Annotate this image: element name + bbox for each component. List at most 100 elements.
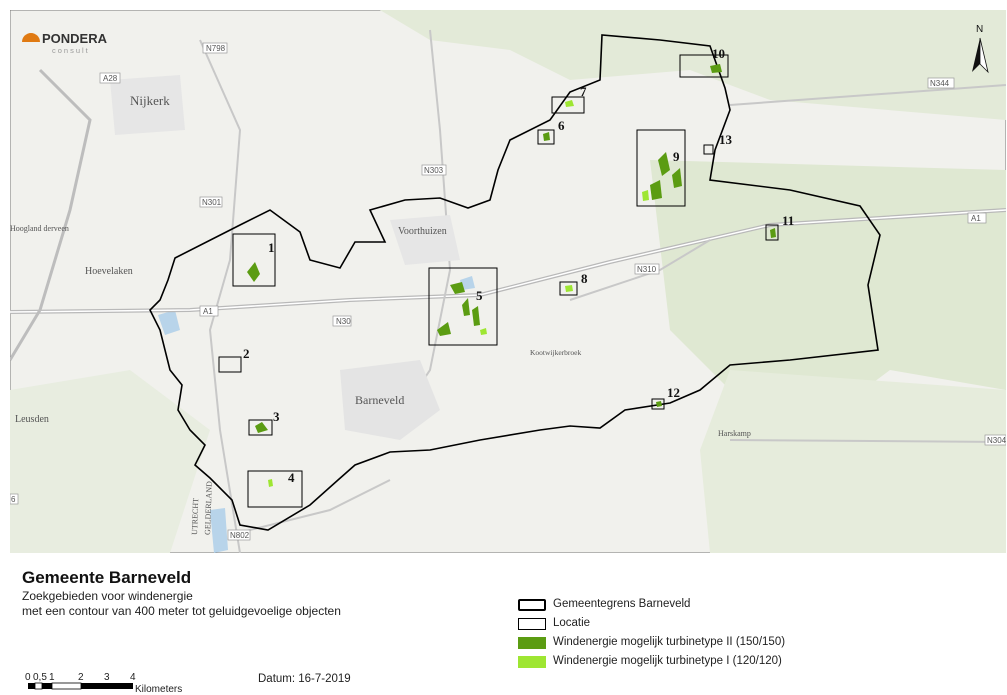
road-shield: A1 [199,305,219,317]
wind-area-type-ii [462,298,470,316]
svg-text:A28: A28 [103,74,118,83]
wind-area-type-i [642,190,649,201]
scale-tick-label: 0,5 [33,672,47,683]
location-number: 8 [581,271,588,286]
location-number: 1 [268,240,275,255]
place-label: Leusden [15,414,49,425]
svg-text:N30: N30 [336,317,351,326]
scale-segment [34,682,43,690]
road-shield: A28 [99,72,121,84]
svg-text:N798: N798 [206,44,226,53]
region-label: GELDERLAND [203,481,214,535]
road-n310 [569,239,711,301]
town-nijkerk [110,75,185,135]
water-area [158,310,180,335]
road-shield: N802 [227,529,251,541]
legend-label: Windenergie mogelijk turbinetype I (120/… [553,655,782,667]
location-box [537,129,555,145]
forest-area [10,370,210,553]
svg-text:A1: A1 [203,307,213,316]
location-box [232,233,276,287]
road-shield: N798 [202,42,228,54]
road-n344 [729,84,1006,106]
place-label: Harskamp [718,429,751,438]
location-box [428,267,498,346]
location-number: 5 [476,288,483,303]
location-box [559,281,578,296]
svg-text:N304: N304 [987,436,1006,445]
legend-swatch-type-ii [518,637,546,649]
location-box [703,144,714,155]
road-a28 [10,68,92,361]
svg-text:N344: N344 [930,79,950,88]
scale-segment [107,683,133,689]
location-box [247,470,303,508]
scale-bar: 0 0,5 1 2 3 4 Kilometers [25,672,182,695]
wind-area-type-i [480,328,487,335]
road-shield: N310 [634,263,660,275]
svg-text:N: N [976,24,983,35]
legend-label: Windenergie mogelijk turbinetype II (150… [553,636,786,648]
map-subtitle: met een contour van 400 meter tot geluid… [22,604,341,618]
scale-tick-label: 2 [78,672,84,683]
place-label: Hoogland derveen [10,224,69,233]
location-box [218,356,242,373]
water-area [460,276,475,290]
location-number: 11 [782,213,794,228]
wind-area-type-i [565,100,574,107]
scale-segment [42,683,52,689]
place-label: Kootwijkerbroek [530,348,581,357]
svg-text:6: 6 [11,495,16,504]
place-label: Barneveld [355,393,404,407]
road-n802 [229,479,391,536]
wind-area-type-ii [543,132,550,141]
scale-segment [51,682,82,690]
water-area [210,508,228,553]
wind-area-type-ii [472,306,480,326]
legend-label: Locatie [553,617,591,629]
location-number: 7 [580,84,587,99]
forest-area [700,370,1006,553]
location-box [551,96,585,114]
wind-area-type-ii [658,152,670,176]
wind-area-type-ii [710,64,722,73]
wind-area-type-ii [656,401,662,407]
road-n304 [729,439,1006,443]
road-shield: N344 [927,77,955,89]
location-box [651,398,665,410]
svg-text:N301: N301 [202,198,222,207]
road-shield: 6 [10,493,19,505]
place-label: Hoevelaken [85,266,133,277]
svg-text:A1: A1 [971,214,981,223]
legend-label: Gemeentegrens Barneveld [553,598,691,610]
svg-text:N303: N303 [424,166,444,175]
wind-area-type-ii [437,322,451,336]
wind-area-type-ii [770,228,776,238]
road-shield: N303 [421,164,447,176]
location-number: 9 [673,149,680,164]
municipal-boundary [149,34,881,531]
legend-swatch-location [518,618,546,630]
location-number: 10 [712,46,725,61]
location-box [636,129,686,207]
wind-area-type-i [268,479,273,487]
scale-tick-label: 1 [49,672,55,683]
town-voorthuizen [390,215,460,265]
location-box [248,419,273,436]
location-number: 2 [243,346,250,361]
scale-unit: Kilometers [135,684,182,695]
svg-text:N310: N310 [637,265,657,274]
legend-swatch-boundary [518,599,546,611]
wind-area-type-ii [255,422,268,433]
wind-area-type-i [565,285,573,292]
map-date: Datum: 16-7-2019 [258,673,351,685]
scale-segment [28,683,35,689]
wind-area-type-ii [650,180,662,200]
location-number: 6 [558,118,565,133]
town-barneveld [340,360,440,440]
scale-tick-label: 4 [130,672,136,683]
location-number: 3 [273,409,280,424]
wind-area-type-ii [450,282,465,294]
road-shield: N30 [332,315,352,327]
region-label: UTRECHT [190,498,200,535]
